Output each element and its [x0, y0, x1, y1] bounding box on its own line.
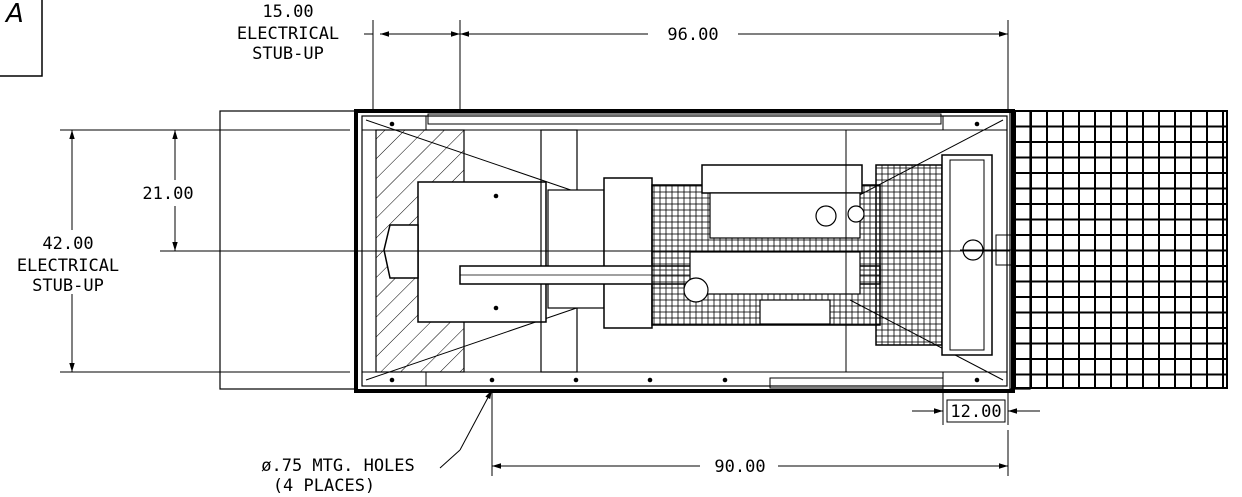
- mounting-holes-note-line-2: (4 PLACES): [273, 476, 375, 496]
- dim-left-offset-value: 21.00: [142, 184, 193, 204]
- mounting-holes-note-line-1: ø.75 MTG. HOLES: [261, 456, 415, 476]
- mounting-holes: [389, 121, 980, 383]
- alternator: [383, 129, 653, 373]
- dim-bottom-length: 90.00: [491, 392, 1009, 477]
- dim-stub-up-top: 15.00 ELECTRICAL STUB-UP: [237, 2, 461, 110]
- dim-top-length: 96.00: [460, 20, 1009, 110]
- dim-top-length-value: 96.00: [667, 25, 718, 45]
- dim-stub-up-top-label-2: STUB-UP: [252, 44, 324, 64]
- dim-left-offset: 21.00: [142, 129, 350, 251]
- dim-right-offset-value: 12.00: [950, 402, 1001, 422]
- mounting-holes-note: ø.75 MTG. HOLES (4 PLACES): [261, 389, 493, 496]
- title-block: A: [0, 0, 43, 77]
- dim-stub-up-left-value: 42.00: [42, 234, 93, 254]
- dim-stub-up-left-label-1: ELECTRICAL: [17, 256, 119, 276]
- engine-block: [651, 130, 881, 372]
- dim-stub-up-left: 42.00 ELECTRICAL STUB-UP: [17, 129, 350, 373]
- title-block-letter: A: [4, 0, 24, 29]
- dim-bottom-length-value: 90.00: [714, 457, 765, 477]
- dim-stub-up-top-label-1: ELECTRICAL: [237, 24, 339, 44]
- dim-right-offset: 12.00: [912, 388, 1040, 425]
- dim-stub-up-top-value: 15.00: [262, 2, 313, 22]
- radiator-core: [875, 154, 1013, 356]
- radiator-grille: [1014, 110, 1228, 389]
- dim-stub-up-left-label-2: STUB-UP: [32, 276, 104, 296]
